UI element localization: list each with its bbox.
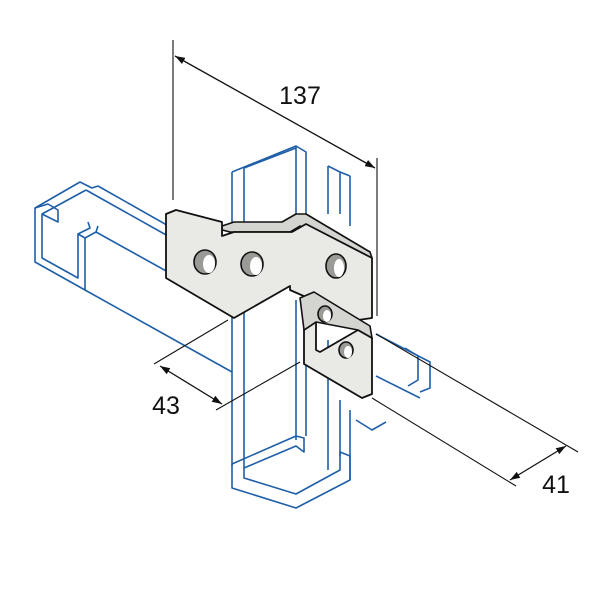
- dimension-label-41: 41: [542, 471, 570, 499]
- dimension-41: 41: [371, 333, 579, 499]
- dimension-label-43: 43: [152, 392, 180, 420]
- hole-4: [317, 305, 333, 323]
- hole-5: [338, 341, 354, 359]
- dimension-137: 137: [172, 40, 378, 316]
- dimension-43: 43: [152, 319, 301, 420]
- vertical-channel: [231, 145, 351, 509]
- hole-1: [193, 249, 217, 275]
- hole-3: [325, 253, 347, 279]
- dimension-label-137: 137: [279, 82, 321, 110]
- bracket-plate: [165, 209, 373, 399]
- hole-2: [240, 251, 264, 277]
